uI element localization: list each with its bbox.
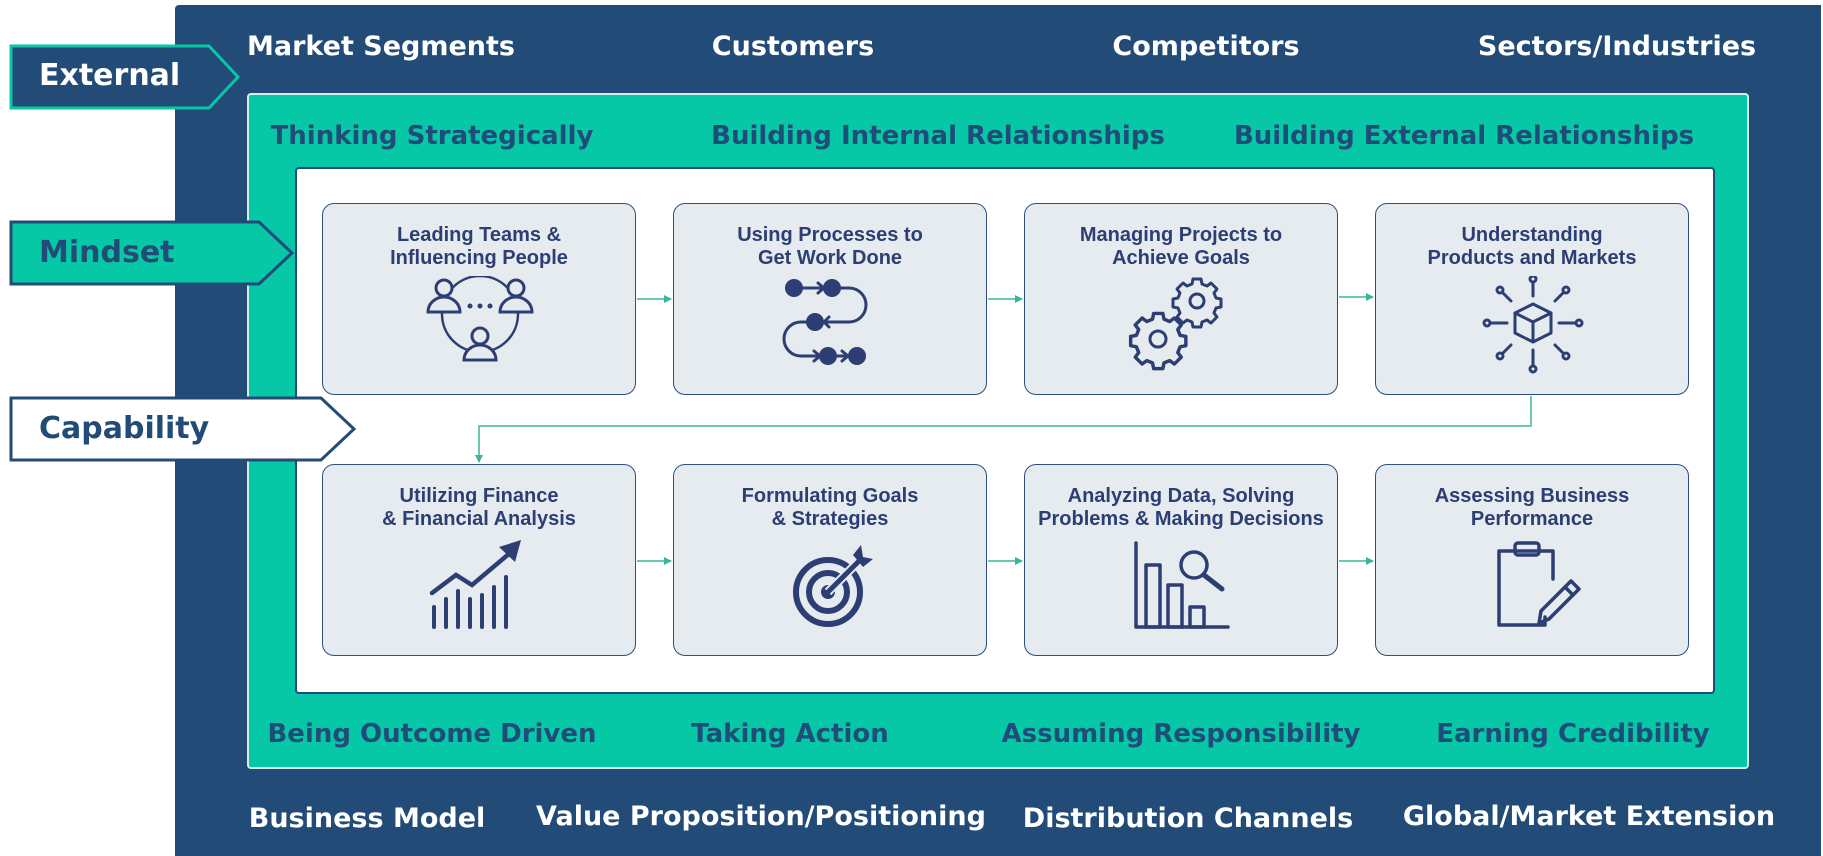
external-item-sectors-industries: Sectors/Industries: [1477, 31, 1757, 62]
capability-card-utilizing-finance: Utilizing Finance & Financial Analysis: [322, 464, 636, 656]
capability-title: Leading Teams & Influencing People: [390, 224, 568, 269]
mindset-item-outcome-driven: Being Outcome Driven: [267, 719, 597, 749]
capability-title: Utilizing Finance & Financial Analysis: [382, 485, 576, 530]
external-item-value-proposition: Value Proposition/Positioning: [536, 801, 986, 832]
tag-capability: Capability: [9, 396, 357, 462]
tag-capability-shape: [9, 396, 357, 462]
mindset-item-external-relationships: Building External Relationships: [1233, 121, 1695, 151]
tag-external: External: [9, 44, 241, 110]
external-item-distribution-channels: Distribution Channels: [1022, 803, 1354, 834]
capability-title: Assessing Business Performance: [1434, 485, 1630, 530]
capability-card-analyzing-data: Analyzing Data, Solving Problems & Makin…: [1024, 464, 1338, 656]
external-item-global-market-extension: Global/Market Extension: [1402, 801, 1776, 832]
capability-card-formulating-goals: Formulating Goals & Strategies: [673, 464, 987, 656]
capability-title: Managing Projects to Achieve Goals: [1079, 224, 1283, 269]
external-item-customers: Customers: [711, 31, 875, 62]
tag-mindset-shape: [9, 220, 295, 286]
capability-card-leading-teams: Leading Teams & Influencing People: [322, 203, 636, 395]
process-flow-icon: [782, 279, 868, 365]
capability-title: Understanding Products and Markets: [1427, 224, 1637, 269]
data-analysis-icon: [1134, 541, 1230, 629]
target-icon: [793, 545, 873, 627]
capability-card-understanding-products: Understanding Products and Markets: [1375, 203, 1689, 395]
capability-card-using-processes: Using Processes to Get Work Done: [673, 203, 987, 395]
team-icon: [426, 276, 534, 362]
gears-icon: [1128, 277, 1223, 371]
capability-title: Formulating Goals & Strategies: [741, 485, 919, 530]
tag-external-shape: [9, 44, 241, 110]
capability-title: Using Processes to Get Work Done: [737, 224, 923, 269]
mindset-item-assuming-responsibility: Assuming Responsibility: [1001, 719, 1361, 749]
mindset-item-internal-relationships: Building Internal Relationships: [711, 121, 1165, 151]
growth-chart-icon: [429, 540, 521, 629]
mindset-item-earning-credibility: Earning Credibility: [1436, 719, 1710, 749]
mindset-item-taking-action: Taking Action: [691, 719, 889, 749]
external-item-business-model: Business Model: [248, 803, 486, 834]
tag-external-label: External: [39, 58, 181, 93]
tag-capability-label: Capability: [39, 411, 210, 446]
capability-title: Analyzing Data, Solving Problems & Makin…: [1038, 485, 1324, 530]
capability-card-assessing-performance: Assessing Business Performance: [1375, 464, 1689, 656]
product-cube-icon: [1482, 276, 1584, 374]
external-item-competitors: Competitors: [1112, 31, 1300, 62]
mindset-item-thinking-strategically: Thinking Strategically: [270, 121, 594, 151]
external-item-market-segments: Market Segments: [247, 31, 515, 62]
tag-mindset-label: Mindset: [39, 235, 175, 270]
tag-mindset: Mindset: [9, 220, 295, 286]
capability-card-managing-projects: Managing Projects to Achieve Goals: [1024, 203, 1338, 395]
clipboard-icon: [1497, 541, 1581, 627]
